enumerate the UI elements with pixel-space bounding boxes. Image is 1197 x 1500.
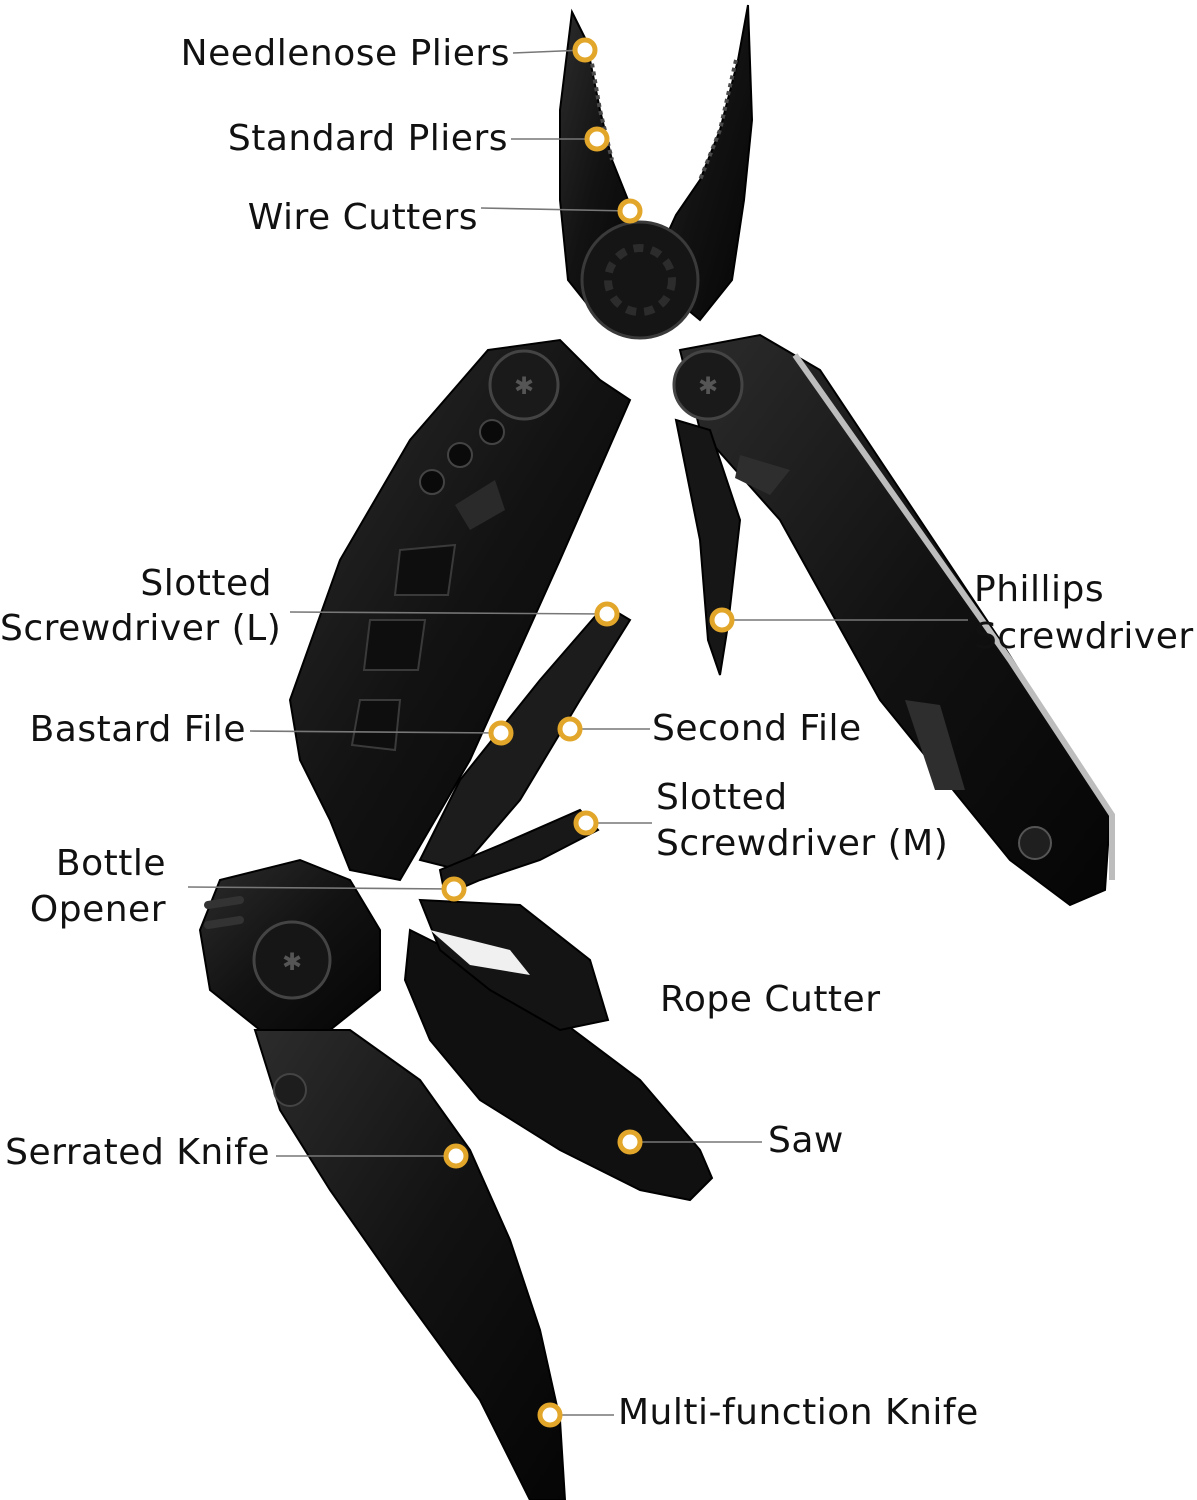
multi-function-knife-label: Multi-function Knife <box>618 1392 979 1433</box>
slotted-screwdriver-l-label-line1: Slotted <box>140 563 272 604</box>
phillips-screwdriver-marker <box>709 607 735 633</box>
serrated-knife-marker <box>443 1143 469 1169</box>
slotted-screwdriver-m-label-line1: Slotted <box>656 777 788 818</box>
bottle-opener-label-line1: Bottle <box>55 843 166 884</box>
slotted-screwdriver-l-marker <box>594 601 620 627</box>
wire-cutters-label: Wire Cutters <box>247 197 478 238</box>
rope-cutter-label: Rope Cutter <box>660 979 881 1020</box>
slotted-screwdriver-m-label-line2: Screwdriver (M) <box>656 823 949 864</box>
knife-blade <box>253 1029 567 1500</box>
phillips-screwdriver-label-line1: Phillips <box>974 569 1105 610</box>
bastard-file-marker <box>488 720 514 746</box>
saw-marker <box>617 1129 643 1155</box>
bastard-file-label: Bastard File <box>29 709 246 750</box>
saw-label: Saw <box>768 1120 844 1161</box>
wire-cutters-marker <box>617 198 643 224</box>
needlenose-pliers-marker <box>572 37 598 63</box>
needlenose-pliers-label: Needlenose Pliers <box>180 33 510 74</box>
slotted-screwdriver-l-label-line2: Screwdriver (L) <box>0 608 282 649</box>
left-handle: ✱ <box>288 338 632 882</box>
phillips-screwdriver-label-line2: Screwdriver <box>974 616 1194 657</box>
second-file-label: Second File <box>652 708 862 749</box>
svg-text:✱: ✱ <box>514 372 534 400</box>
bottle-opener-marker <box>441 876 467 902</box>
pivot-base: ✱ <box>198 858 381 1031</box>
svg-text:✱: ✱ <box>698 372 718 400</box>
leader-lines <box>187 49 968 1416</box>
bottle-opener-label-line2: Opener <box>29 889 166 930</box>
standard-pliers-label: Standard Pliers <box>227 118 508 159</box>
second-file-marker <box>557 716 583 742</box>
multi-function-knife-marker <box>537 1402 563 1428</box>
serrated-knife-label: Serrated Knife <box>5 1132 270 1173</box>
standard-pliers-marker <box>584 126 610 152</box>
svg-text:✱: ✱ <box>282 948 302 976</box>
pliers-jaws <box>559 4 754 340</box>
slotted-screwdriver-m-marker <box>573 810 599 836</box>
